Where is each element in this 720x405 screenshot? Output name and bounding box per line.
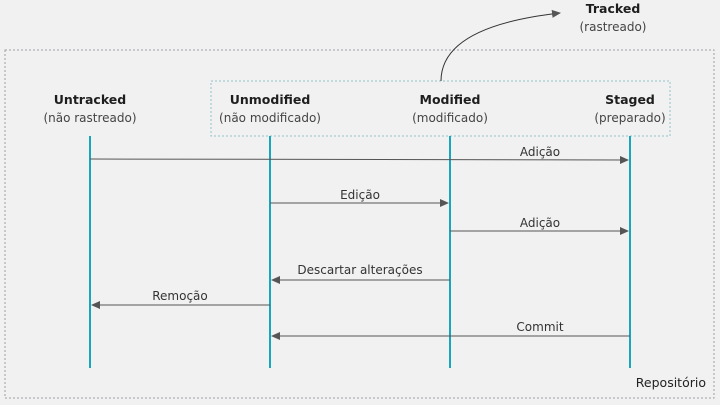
state-staged: Staged (preparado) xyxy=(580,91,680,127)
transition-label-unmodified-modified: Edição xyxy=(340,188,380,202)
transition-arrow-untracked-staged xyxy=(89,155,629,164)
tracked-subtitle: (rastreado) xyxy=(579,20,647,34)
state-untracked-subtitle: (não rastreado) xyxy=(43,111,137,125)
repository-border xyxy=(4,49,715,399)
state-modified-title: Modified xyxy=(419,92,481,107)
transition-label-staged-unmodified: Commit xyxy=(516,320,564,334)
state-modified: Modified (modificado) xyxy=(395,91,505,127)
transition-label-unmodified-untracked: Remoção xyxy=(152,289,208,303)
tracked-curve-arrow xyxy=(440,9,561,82)
state-unmodified-subtitle: (não modificado) xyxy=(219,111,321,125)
tracked-title: Tracked xyxy=(585,1,641,16)
transition-label-modified-unmodified: Descartar alterações xyxy=(297,263,423,277)
tracked-label: Tracked (rastreado) xyxy=(568,0,658,36)
repository-label: Repositório xyxy=(635,375,706,390)
state-untracked: Untracked (não rastreado) xyxy=(30,91,150,127)
transition-label-modified-staged: Adição xyxy=(519,216,561,230)
state-modified-subtitle: (modificado) xyxy=(412,111,488,125)
state-unmodified: Unmodified (não modificado) xyxy=(205,91,335,127)
transition-label-untracked-staged: Adição xyxy=(519,145,561,159)
state-staged-title: Staged xyxy=(605,92,655,107)
state-unmodified-title: Unmodified xyxy=(229,92,311,107)
state-staged-subtitle: (preparado) xyxy=(594,111,666,125)
state-untracked-title: Untracked xyxy=(53,92,127,107)
